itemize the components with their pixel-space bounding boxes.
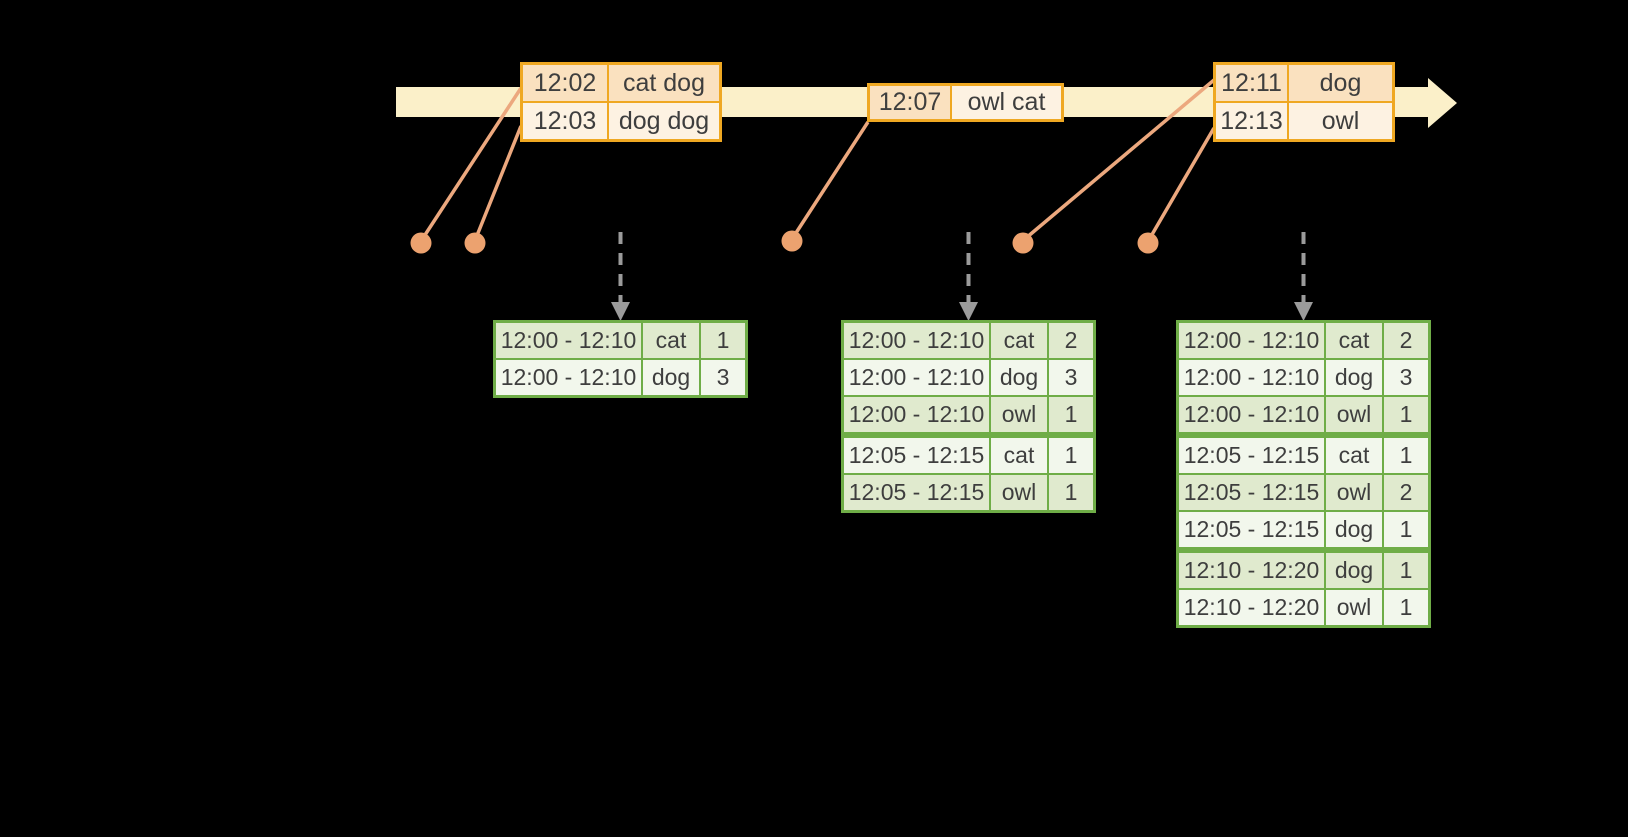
- count-cell: 2: [1384, 475, 1428, 510]
- event-time-cell: 12:02: [523, 65, 607, 101]
- event-dot: [464, 232, 486, 254]
- word-cell: dog: [1326, 512, 1382, 547]
- count-cell: 1: [1049, 438, 1093, 473]
- window-cell: 12:05 - 12:15: [844, 475, 989, 510]
- word-cell: cat: [991, 438, 1047, 473]
- event-time-cell: 12:03: [523, 103, 607, 139]
- event-time-cell: 12:13: [1216, 103, 1287, 139]
- window-cell: 12:00 - 12:10: [1179, 360, 1324, 395]
- window-cell: 12:00 - 12:10: [1179, 397, 1324, 432]
- window-cell: 12:00 - 12:10: [844, 397, 989, 432]
- word-cell: owl: [991, 475, 1047, 510]
- word-cell: owl: [1326, 475, 1382, 510]
- timeline-arrowhead-icon: [1428, 78, 1457, 128]
- count-cell: 1: [1384, 512, 1428, 547]
- count-cell: 1: [701, 323, 745, 358]
- connector-line: [1148, 127, 1216, 239]
- word-cell: owl: [991, 397, 1047, 432]
- event-marker-dots: [410, 230, 1159, 254]
- event-time-cell: 12:11: [1216, 65, 1287, 101]
- connector-line: [421, 87, 523, 239]
- trigger-arrows: [611, 232, 1313, 321]
- window-cell: 12:00 - 12:10: [844, 323, 989, 358]
- event-dot: [1012, 232, 1034, 254]
- word-cell: dog: [1326, 553, 1382, 588]
- count-cell: 1: [1384, 553, 1428, 588]
- word-cell: cat: [643, 323, 699, 358]
- window-cell: 12:00 - 12:10: [496, 323, 641, 358]
- event-words-cell: owl cat: [952, 86, 1061, 119]
- window-cell: 12:05 - 12:15: [1179, 512, 1324, 547]
- count-cell: 1: [1049, 397, 1093, 432]
- window-cell: 12:05 - 12:15: [844, 438, 989, 473]
- count-cell: 3: [1049, 360, 1093, 395]
- window-cell: 12:10 - 12:20: [1179, 553, 1324, 588]
- word-cell: cat: [1326, 438, 1382, 473]
- event-time-cell: 12:07: [870, 86, 950, 119]
- event-words-cell: dog: [1289, 65, 1392, 101]
- event-words-cell: owl: [1289, 103, 1392, 139]
- event-words-cell: cat dog: [609, 65, 719, 101]
- word-cell: dog: [643, 360, 699, 395]
- word-cell: cat: [991, 323, 1047, 358]
- window-cell: 12:10 - 12:20: [1179, 590, 1324, 625]
- count-cell: 1: [1384, 397, 1428, 432]
- down-arrowhead-icon: [611, 302, 630, 321]
- connector-line: [1024, 78, 1216, 240]
- event-dot: [781, 230, 803, 252]
- count-cell: 1: [1049, 475, 1093, 510]
- word-cell: dog: [1326, 360, 1382, 395]
- event-dot: [1137, 232, 1159, 254]
- count-cell: 3: [1384, 360, 1428, 395]
- window-cell: 12:05 - 12:15: [1179, 475, 1324, 510]
- word-cell: dog: [991, 360, 1047, 395]
- down-arrowhead-icon: [1294, 302, 1313, 321]
- word-cell: owl: [1326, 590, 1382, 625]
- window-cell: 12:00 - 12:10: [844, 360, 989, 395]
- count-cell: 1: [1384, 590, 1428, 625]
- event-words-cell: dog dog: [609, 103, 719, 139]
- count-cell: 2: [1049, 323, 1093, 358]
- down-arrowhead-icon: [959, 302, 978, 321]
- event-connector-lines: [421, 78, 1216, 240]
- connector-line: [792, 121, 870, 237]
- word-cell: cat: [1326, 323, 1382, 358]
- window-cell: 12:00 - 12:10: [496, 360, 641, 395]
- window-cell: 12:05 - 12:15: [1179, 438, 1324, 473]
- count-cell: 3: [701, 360, 745, 395]
- count-cell: 1: [1384, 438, 1428, 473]
- window-cell: 12:00 - 12:10: [1179, 323, 1324, 358]
- word-cell: owl: [1326, 397, 1382, 432]
- count-cell: 2: [1384, 323, 1428, 358]
- connector-line: [474, 125, 523, 239]
- event-dot: [410, 232, 432, 254]
